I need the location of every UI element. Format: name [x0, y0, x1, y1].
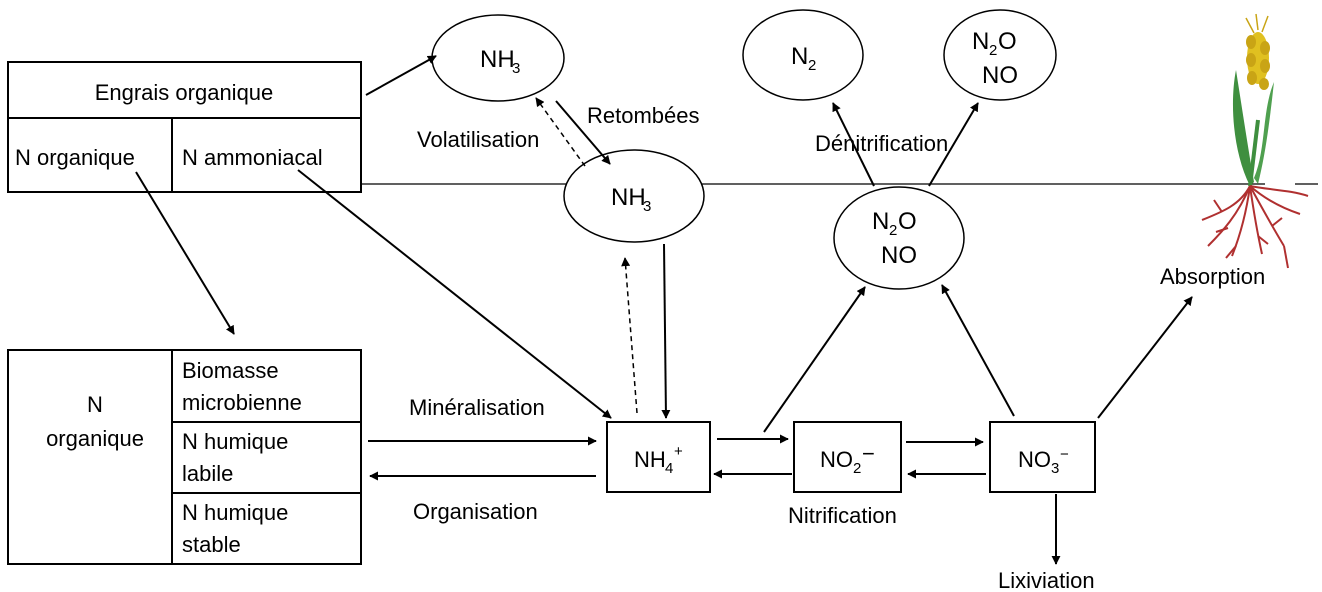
fertilizer-box: Engrais organique N organique N ammoniac… — [7, 61, 362, 193]
svg-text:+: + — [674, 443, 683, 460]
svg-text:2: 2 — [989, 42, 997, 59]
nh3-soil-ellipse: NH3 — [563, 149, 705, 243]
nh3-air-ellipse: NH3 — [431, 14, 565, 102]
denitrification-to-n2o-arrow — [928, 102, 979, 187]
svg-text:N: N — [872, 208, 889, 235]
fertilizer-title: Engrais organique — [95, 80, 274, 105]
retombees-arrow — [555, 100, 611, 165]
svg-text:NO: NO — [1018, 447, 1051, 472]
mineralisation-label: Minéralisation — [409, 395, 545, 420]
labile-label-1: N humique — [182, 429, 288, 454]
volatilisation-dashed-arrow — [535, 97, 586, 167]
biomass-label-1: Biomasse — [182, 358, 279, 383]
soil-n-label: N — [87, 392, 103, 417]
denitrification-label: Dénitrification — [815, 131, 948, 156]
svg-text:N: N — [791, 43, 808, 70]
ammoniacal-n-label: N ammoniacal — [182, 145, 323, 170]
nitrification-to-n2o-arrow — [763, 286, 866, 433]
stable-label-1: N humique — [182, 500, 288, 525]
labile-label-2: labile — [182, 461, 233, 486]
lixiviation-label: Lixiviation — [998, 568, 1095, 592]
svg-text:NO: NO — [881, 242, 917, 269]
svg-text:2: 2 — [808, 57, 816, 74]
wheat-plant-icon — [1201, 13, 1309, 269]
nh3-to-nh4-arrow — [661, 243, 671, 419]
svg-text:−: − — [1060, 446, 1069, 463]
svg-text:3: 3 — [512, 60, 520, 77]
svg-text:NH: NH — [634, 447, 666, 472]
soil-organic-n-box: N organique Biomasse microbienne N humiq… — [7, 349, 362, 565]
svg-text:4: 4 — [665, 460, 673, 477]
svg-text:O: O — [898, 208, 917, 235]
svg-text:2: 2 — [853, 460, 861, 477]
stable-label-2: stable — [182, 532, 241, 557]
svg-text:2: 2 — [889, 222, 897, 239]
svg-text:NO: NO — [820, 447, 853, 472]
nh4-to-nh3-dashed-arrow — [621, 257, 638, 414]
nitrification-label: Nitrification — [788, 503, 897, 528]
no3-to-n2o-arrow — [941, 284, 1015, 417]
denitrification-to-n2-arrow — [832, 102, 875, 187]
biomass-label-2: microbienne — [182, 390, 302, 415]
organic-n-arrow — [135, 171, 235, 335]
absorption-arrow — [1097, 296, 1193, 419]
svg-text:NH: NH — [611, 184, 646, 211]
ammoniacal-n-arrow — [297, 169, 612, 419]
fertilizer-to-nh3-arrow — [365, 55, 437, 96]
svg-text:3: 3 — [1051, 460, 1059, 477]
svg-text:3: 3 — [643, 198, 651, 215]
svg-text:O: O — [998, 28, 1017, 55]
retombees-label: Retombées — [587, 103, 700, 128]
organisation-label: Organisation — [413, 499, 538, 524]
organic-n-label: N organique — [15, 145, 135, 170]
svg-text:−: − — [862, 441, 875, 466]
absorption-label: Absorption — [1160, 264, 1265, 289]
soil-organic-label: organique — [46, 426, 144, 451]
svg-text:NH: NH — [480, 46, 515, 73]
svg-text:N: N — [972, 28, 989, 55]
volatilisation-label: Volatilisation — [417, 127, 539, 152]
svg-text:NO: NO — [982, 62, 1018, 89]
